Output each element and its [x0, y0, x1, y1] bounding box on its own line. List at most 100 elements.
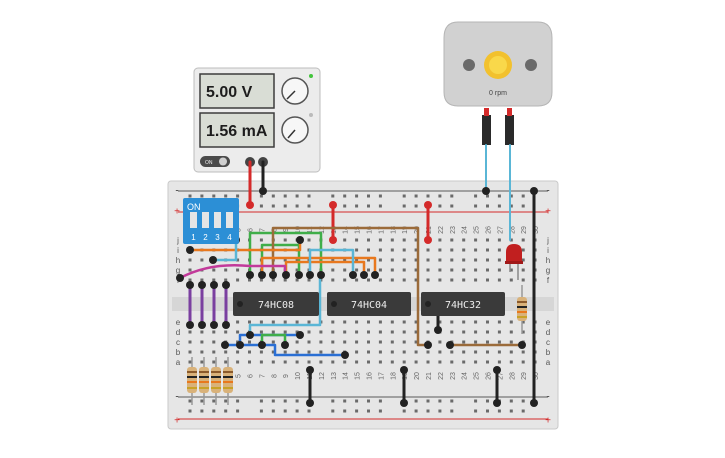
breadboard-hole[interactable] — [390, 268, 394, 272]
wire-endpoint[interactable] — [186, 321, 194, 329]
breadboard-hole[interactable] — [378, 320, 382, 324]
wire-endpoint[interactable] — [329, 201, 337, 209]
breadboard-hole[interactable] — [474, 248, 478, 252]
breadboard-hole[interactable] — [343, 268, 347, 272]
wire-endpoint[interactable] — [246, 331, 254, 339]
breadboard-hole[interactable] — [271, 320, 275, 324]
breadboard-hole[interactable] — [355, 248, 359, 252]
breadboard-hole[interactable] — [307, 238, 311, 242]
rail-hole[interactable] — [224, 409, 228, 413]
breadboard-hole[interactable] — [426, 360, 430, 364]
breadboard-hole[interactable] — [450, 330, 454, 334]
rail-hole[interactable] — [450, 204, 454, 208]
rail-hole[interactable] — [497, 204, 501, 208]
breadboard-hole[interactable] — [295, 258, 299, 262]
breadboard-hole[interactable] — [486, 350, 489, 354]
breadboard-hole[interactable] — [188, 268, 192, 272]
breadboard-hole[interactable] — [509, 340, 513, 344]
wire-endpoint[interactable] — [341, 351, 349, 359]
rail-hole[interactable] — [414, 399, 418, 403]
breadboard-hole[interactable] — [236, 330, 240, 334]
breadboard-hole[interactable] — [224, 268, 228, 272]
breadboard-hole[interactable] — [402, 278, 406, 282]
wire-endpoint[interactable] — [306, 399, 314, 407]
breadboard-hole[interactable] — [259, 330, 263, 334]
breadboard-hole[interactable] — [271, 350, 275, 354]
wire-endpoint[interactable] — [446, 341, 454, 349]
breadboard-hole[interactable] — [295, 330, 299, 334]
dip-switch[interactable]: ON 1 2 3 4 — [183, 198, 239, 244]
wire-endpoint[interactable] — [371, 271, 379, 279]
wire-green-3[interactable] — [260, 333, 287, 347]
breadboard-hole[interactable] — [236, 268, 240, 272]
breadboard-hole[interactable] — [450, 248, 454, 252]
breadboard-hole[interactable] — [355, 340, 359, 344]
breadboard-hole[interactable] — [259, 320, 263, 324]
rail-hole[interactable] — [331, 194, 335, 198]
breadboard-hole[interactable] — [343, 360, 347, 364]
breadboard-hole[interactable] — [200, 258, 204, 262]
rail-hole[interactable] — [474, 399, 478, 403]
breadboard-hole[interactable] — [509, 278, 513, 282]
wire-endpoint[interactable] — [221, 341, 229, 349]
wire-endpoint[interactable] — [236, 341, 244, 349]
dip-toggle-4[interactable] — [226, 212, 233, 228]
breadboard-hole[interactable] — [212, 340, 216, 344]
breadboard-hole[interactable] — [212, 268, 216, 272]
breadboard-hole[interactable] — [426, 268, 430, 272]
wire-green-1[interactable] — [248, 231, 323, 277]
rail-hole[interactable] — [331, 399, 335, 403]
breadboard-hole[interactable] — [248, 350, 251, 354]
rail-hole[interactable] — [355, 204, 359, 208]
rail-hole[interactable] — [343, 409, 347, 413]
breadboard-hole[interactable] — [414, 320, 418, 324]
wire-endpoint[interactable] — [424, 201, 432, 209]
motor-lead-red[interactable] — [505, 115, 514, 145]
breadboard-hole[interactable] — [521, 268, 525, 272]
breadboard-hole[interactable] — [367, 360, 370, 364]
breadboard-hole[interactable] — [402, 248, 406, 252]
breadboard-hole[interactable] — [450, 268, 454, 272]
wire-endpoint[interactable] — [296, 331, 304, 339]
breadboard-hole[interactable] — [248, 360, 251, 364]
breadboard-hole[interactable] — [462, 360, 466, 364]
breadboard-hole[interactable] — [521, 320, 525, 324]
wire-endpoint[interactable] — [282, 271, 290, 279]
breadboard-hole[interactable] — [236, 258, 240, 262]
breadboard-hole[interactable] — [378, 238, 382, 242]
led-resistor[interactable] — [517, 285, 527, 334]
breadboard-hole[interactable] — [486, 248, 489, 252]
rail-hole[interactable] — [486, 399, 489, 403]
breadboard-hole[interactable] — [367, 238, 370, 242]
breadboard-hole[interactable] — [271, 360, 275, 364]
breadboard-hole[interactable] — [331, 320, 335, 324]
rail-hole[interactable] — [450, 399, 454, 403]
wire-endpoint[interactable] — [246, 271, 254, 279]
breadboard-hole[interactable] — [271, 330, 275, 334]
rail-hole[interactable] — [307, 194, 311, 198]
breadboard-hole[interactable] — [474, 238, 478, 242]
rail-hole[interactable] — [402, 204, 406, 208]
breadboard-hole[interactable] — [509, 350, 513, 354]
breadboard-hole[interactable] — [497, 258, 501, 262]
breadboard-hole[interactable] — [521, 360, 525, 364]
breadboard-hole[interactable] — [200, 350, 204, 354]
dip-toggle-1[interactable] — [190, 212, 197, 228]
breadboard-hole[interactable] — [367, 268, 370, 272]
breadboard-hole[interactable] — [474, 350, 478, 354]
breadboard-hole[interactable] — [212, 360, 216, 364]
breadboard-hole[interactable] — [236, 350, 240, 354]
breadboard-hole[interactable] — [224, 350, 228, 354]
rail-hole[interactable] — [236, 409, 240, 413]
rail-hole[interactable] — [355, 399, 359, 403]
breadboard-hole[interactable] — [486, 258, 489, 262]
breadboard-hole[interactable] — [462, 268, 466, 272]
breadboard-hole[interactable] — [497, 320, 501, 324]
wire-endpoint[interactable] — [222, 281, 230, 289]
breadboard-hole[interactable] — [414, 340, 418, 344]
breadboard-hole[interactable] — [486, 360, 489, 364]
rail-hole[interactable] — [367, 409, 370, 413]
wire-endpoint[interactable] — [400, 399, 408, 407]
rail-hole[interactable] — [414, 194, 418, 198]
wire-endpoint[interactable] — [210, 281, 218, 289]
